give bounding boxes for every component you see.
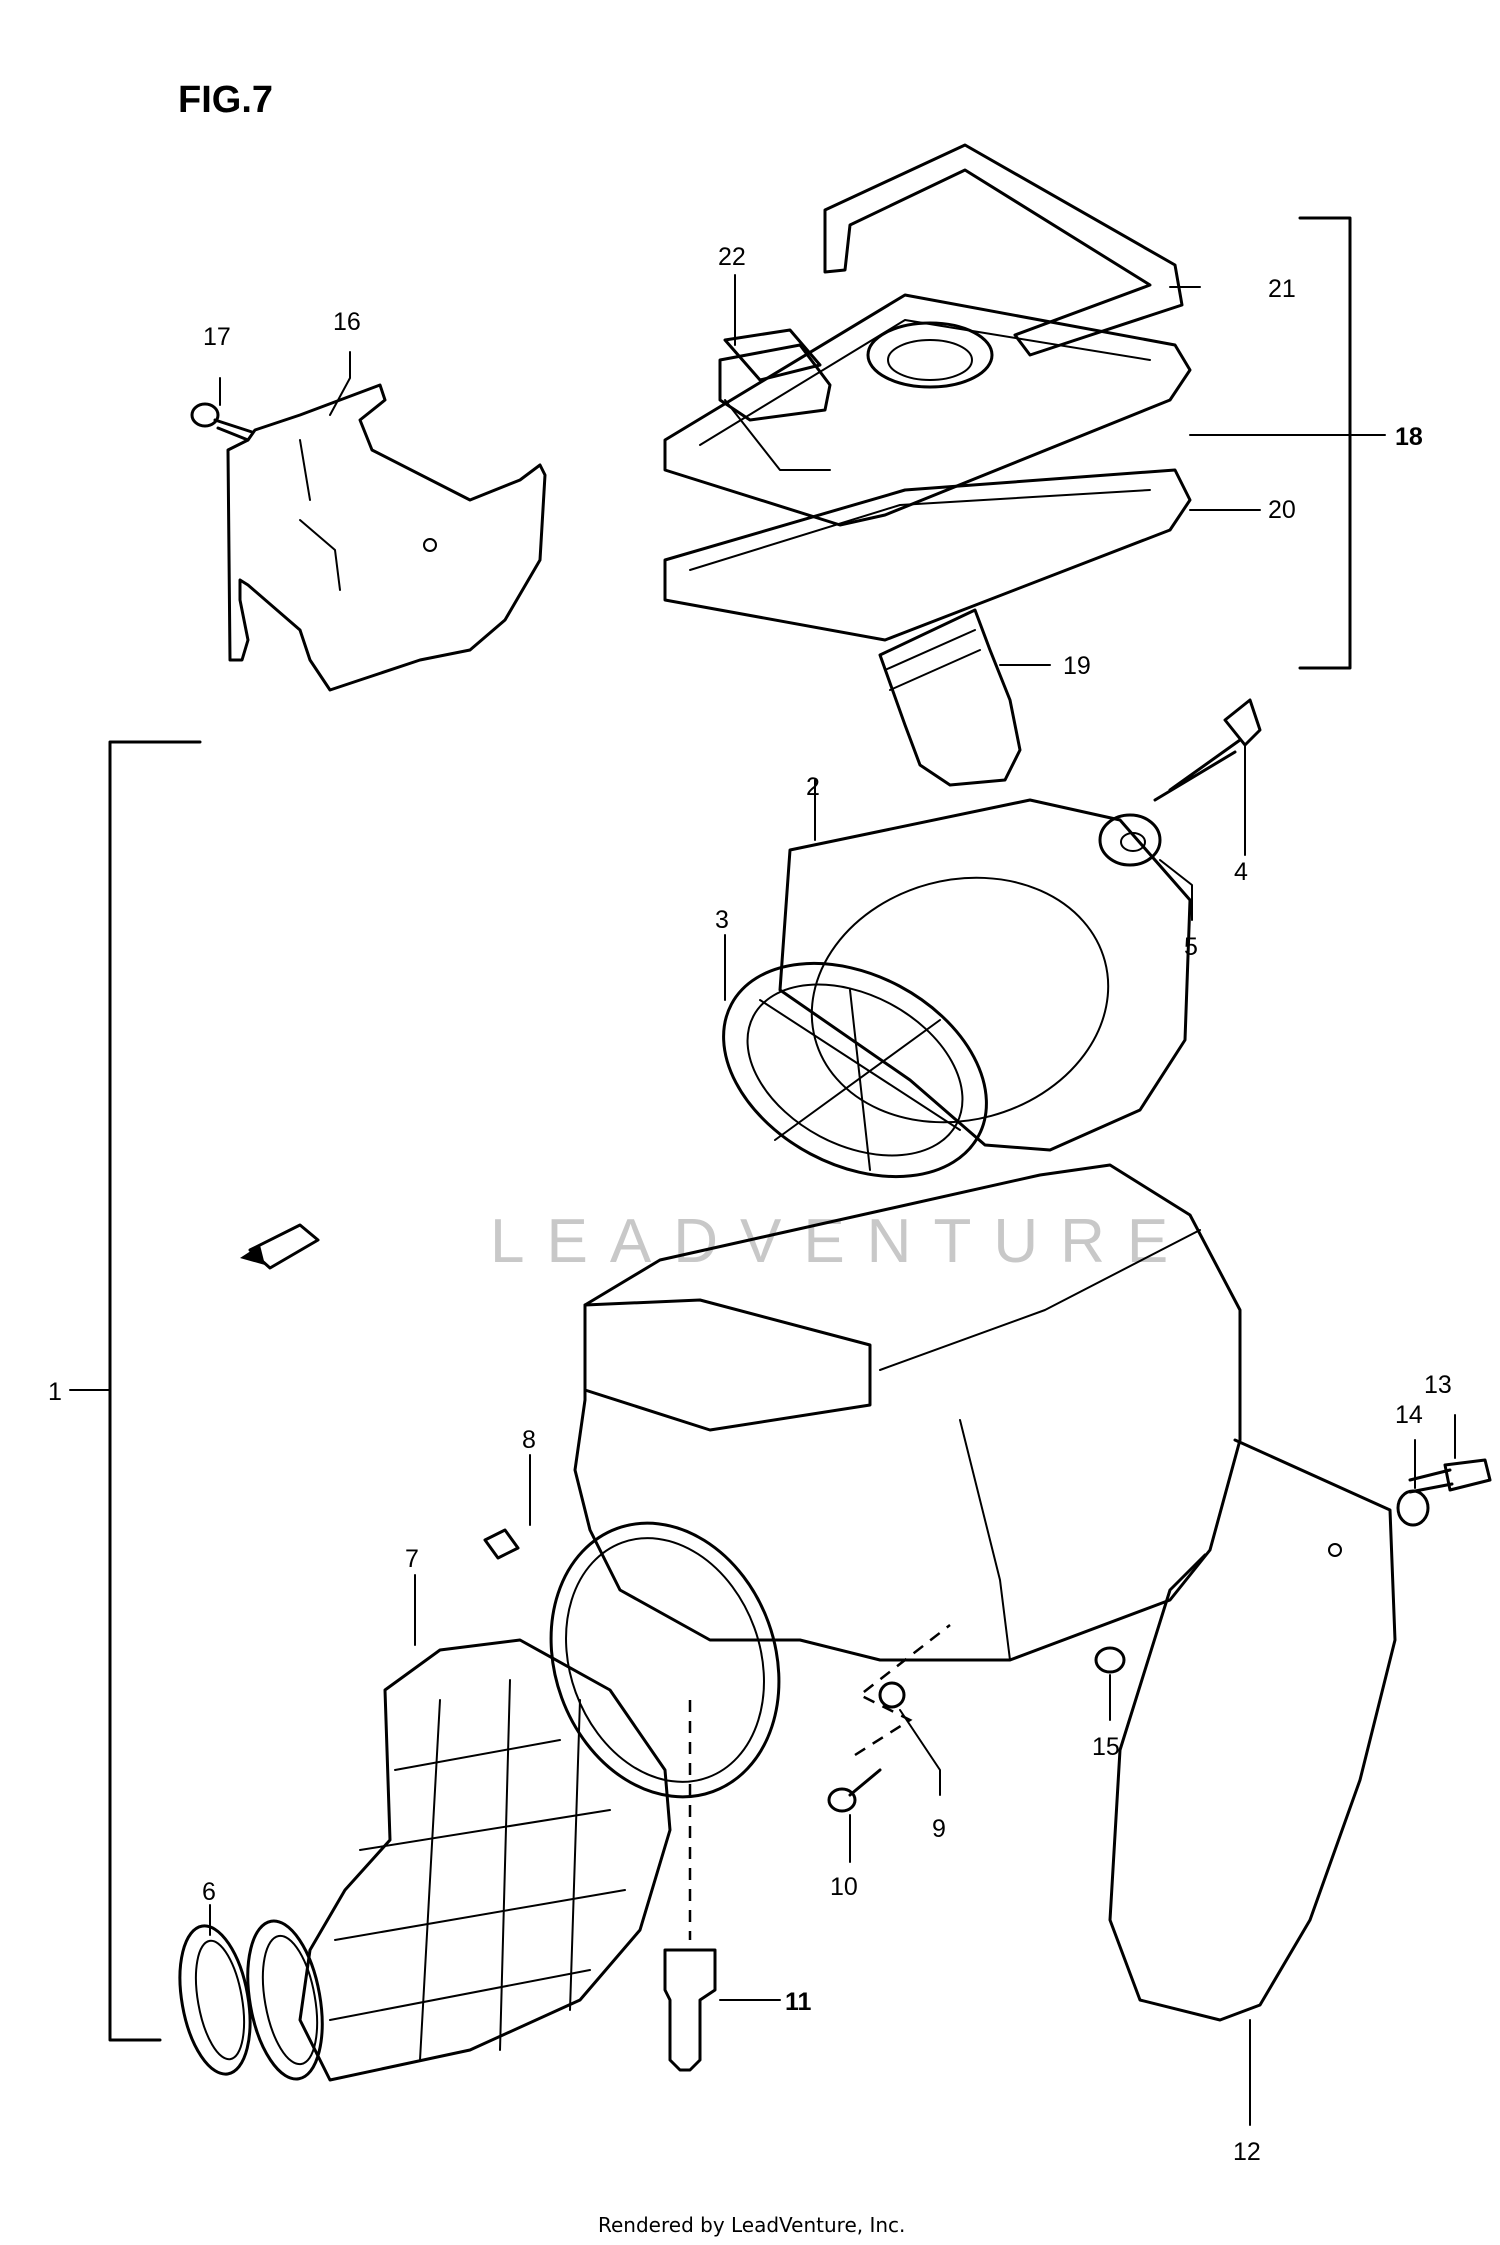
callout-18: 18 bbox=[1395, 423, 1423, 451]
footer-credit: Rendered by LeadVenture, Inc. bbox=[598, 2213, 905, 2237]
callout-14: 14 bbox=[1395, 1401, 1423, 1429]
part-5-washer bbox=[1098, 813, 1162, 867]
part-20-seal bbox=[663, 468, 1192, 642]
leader-lines bbox=[209, 274, 1456, 2126]
callout-11: 11 bbox=[785, 1988, 812, 2016]
callout-7: 7 bbox=[405, 1545, 419, 1573]
part-13-bolt bbox=[1408, 1458, 1492, 1494]
part-12-side-cover bbox=[1108, 1438, 1397, 2022]
part-22-pad bbox=[723, 328, 822, 382]
callout-10: 10 bbox=[830, 1873, 858, 1901]
part-17-screw bbox=[190, 402, 254, 442]
part-8-clamp-band bbox=[483, 1521, 781, 1799]
part-3-cage bbox=[722, 961, 988, 1179]
callout-1: 1 bbox=[48, 1378, 62, 1406]
part-19-duct bbox=[878, 608, 1022, 787]
callout-16: 16 bbox=[333, 308, 361, 336]
part-7-intake-tube bbox=[298, 1638, 672, 2082]
part-18-lid bbox=[663, 293, 1192, 527]
part-14-washer bbox=[1396, 1489, 1430, 1527]
part-16-bracket bbox=[226, 383, 547, 692]
callout-15: 15 bbox=[1092, 1733, 1120, 1761]
callout-3: 3 bbox=[715, 906, 729, 934]
part-1-air-box bbox=[573, 1163, 1242, 1662]
callout-4: 4 bbox=[1234, 858, 1248, 886]
callout-8: 8 bbox=[522, 1426, 536, 1454]
callout-21: 21 bbox=[1268, 275, 1296, 303]
callout-22: 22 bbox=[718, 243, 746, 271]
callout-2: 2 bbox=[806, 773, 820, 801]
callout-9: 9 bbox=[932, 1815, 946, 1843]
part-21-gasket-frame bbox=[823, 143, 1184, 357]
bracket-1 bbox=[108, 740, 202, 2042]
bracket-18 bbox=[1298, 216, 1352, 670]
callout-13: 13 bbox=[1424, 1371, 1452, 1399]
fwd-arrow-icon bbox=[240, 1223, 320, 1270]
part-4-wing-bolt bbox=[1153, 698, 1262, 802]
watermark-text: LEADVENTURE bbox=[490, 1207, 1190, 1276]
callout-17: 17 bbox=[203, 323, 231, 351]
part-15-grommet bbox=[1094, 1646, 1126, 1674]
part-10-screw bbox=[827, 1768, 882, 1813]
screw-dash-line bbox=[854, 1624, 951, 1757]
intake-tube-mouth bbox=[246, 1919, 324, 2081]
callout-20: 20 bbox=[1268, 496, 1296, 524]
callout-12: 12 bbox=[1233, 2138, 1261, 2166]
part-2-filter-element bbox=[778, 798, 1192, 1152]
part-9-bolt bbox=[878, 1681, 906, 1709]
callout-5: 5 bbox=[1184, 933, 1198, 961]
part-6-clamp bbox=[178, 1924, 252, 2076]
callout-6: 6 bbox=[202, 1878, 216, 1906]
callout-labels: 1 2 3 4 5 6 7 8 9 10 11 12 13 14 15 16 1… bbox=[48, 243, 1452, 2166]
figure-label: FIG.7 bbox=[178, 79, 273, 121]
part-11-drain-plug bbox=[663, 1948, 717, 2072]
callout-19: 19 bbox=[1063, 652, 1091, 680]
